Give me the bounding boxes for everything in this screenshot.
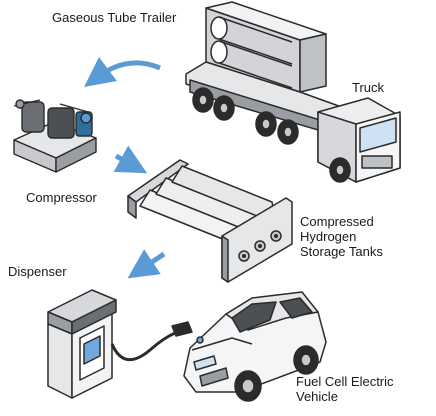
label-fuel-cell-vehicle-line-2: Vehicle <box>296 389 338 404</box>
flow-arrow-2 <box>113 145 148 174</box>
compressor-icon <box>13 99 97 173</box>
label-truck: Truck <box>352 80 385 95</box>
label-fuel-cell-vehicle-line-1: Fuel Cell Electric <box>296 374 394 389</box>
tube-trailer-truck-icon <box>185 1 401 183</box>
label-storage-tanks-line-1: Compressed <box>300 214 374 229</box>
label-dispenser: Dispenser <box>8 264 67 279</box>
label-gaseous-tube-trailer: Gaseous Tube Trailer <box>52 10 177 25</box>
flow-arrow-3 <box>127 249 166 279</box>
dispenser-icon <box>47 289 193 399</box>
label-fuel-cell-vehicle: Fuel Cell Electric Vehicle <box>296 374 394 404</box>
flow-arrow-1 <box>83 57 162 87</box>
fuel-cell-vehicle-icon <box>183 291 327 402</box>
label-storage-tanks: Compressed Hydrogen Storage Tanks <box>300 214 383 259</box>
storage-tanks-icon <box>127 159 293 283</box>
label-storage-tanks-line-3: Storage Tanks <box>300 244 383 259</box>
label-compressor: Compressor <box>26 190 97 205</box>
label-storage-tanks-line-2: Hydrogen <box>300 229 357 244</box>
